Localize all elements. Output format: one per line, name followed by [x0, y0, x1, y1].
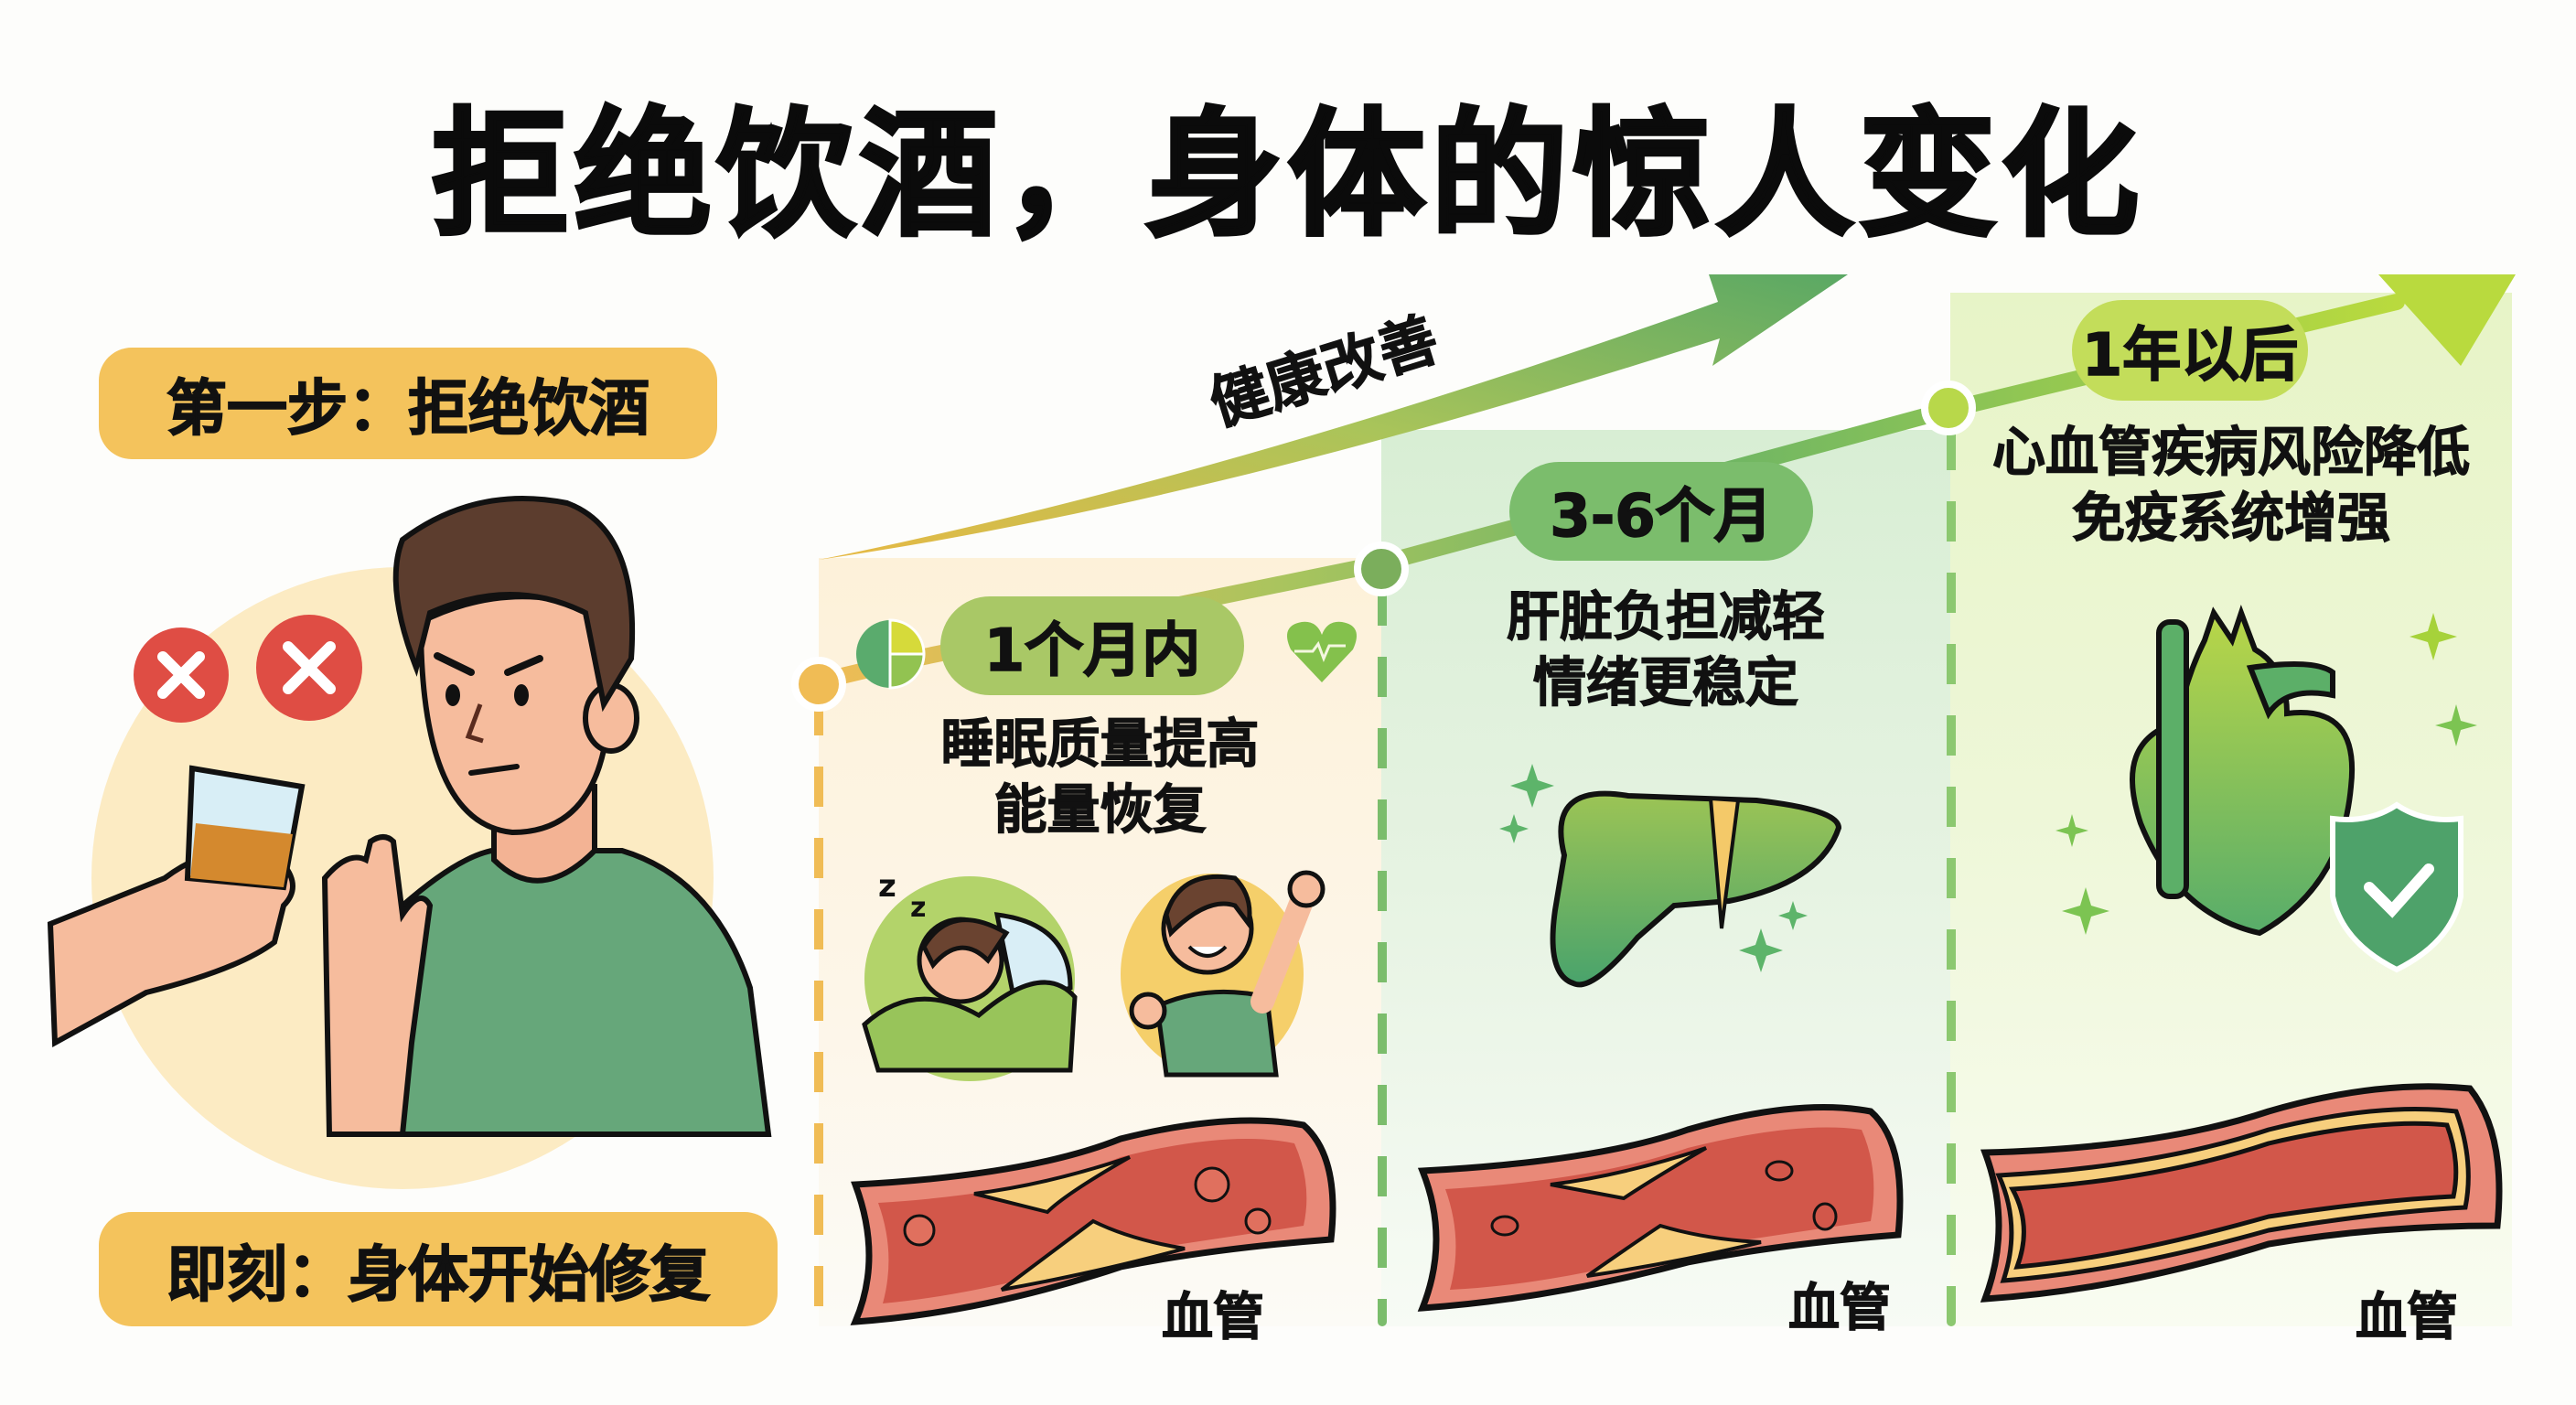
effect-mood: 情绪更稳定: [1532, 651, 1798, 714]
pie-chart-icon: [856, 618, 926, 690]
effect-liver: 肝脏负担减轻: [1506, 585, 1825, 649]
svg-text:z: z: [910, 892, 926, 924]
health-improvement-arrow: [819, 274, 1848, 560]
divider-dashed-2: [1378, 585, 1387, 1326]
vessel-label-1: 血管: [1162, 1288, 1265, 1348]
healthy-heart-illustration: [2055, 605, 2477, 973]
period-tag-3-6months: 3-6个月: [1509, 462, 1813, 561]
divider-dashed-1: [814, 695, 823, 1326]
vessel-label-2: 血管: [1788, 1279, 1892, 1339]
blood-vessel-partial: [1417, 1104, 1904, 1312]
blood-vessel-healthy: [1980, 1083, 2503, 1303]
vessel-label-3: 血管: [2356, 1288, 2459, 1348]
effects-3-6months: 肝脏负担减轻 情绪更稳定: [1381, 584, 1950, 715]
sleeping-man-illustration: z z: [862, 868, 1078, 1081]
effect-cardio: 心血管疾病风险降低: [1991, 421, 2470, 484]
immediate-repair-tag: 即刻：身体开始修复: [99, 1212, 778, 1326]
period-tag-1month: 1个月内: [940, 596, 1244, 695]
heart-pulse-icon: [1287, 621, 1357, 682]
effect-immune: 免疫系统增强: [2071, 487, 2390, 550]
step-one-tag: 第一步：拒绝饮酒: [99, 348, 717, 459]
x-bubble-icon: [256, 615, 362, 721]
effects-1month: 睡眠质量提高 能量恢复: [819, 711, 1381, 842]
svg-text:z: z: [878, 868, 896, 905]
blood-vessel-clogged: [850, 1117, 1336, 1325]
man-refusing-drink-illustration: [47, 496, 772, 1189]
healthy-liver-illustration: [1499, 764, 1842, 988]
effect-sleep: 睡眠质量提高: [940, 713, 1260, 776]
page-title: 拒绝饮酒，身体的惊人变化: [430, 94, 2144, 257]
effects-1year: 心血管疾病风险降低 免疫系统增强: [1950, 419, 2512, 551]
x-bubble-icon: [134, 627, 229, 723]
effect-energy: 能量恢复: [993, 778, 1207, 842]
energetic-man-illustration: [1121, 870, 1326, 1078]
divider-dashed-3: [1947, 430, 1956, 1326]
period-tag-1year: 1年以后: [2072, 300, 2308, 401]
shield-check-icon: [2330, 801, 2463, 973]
